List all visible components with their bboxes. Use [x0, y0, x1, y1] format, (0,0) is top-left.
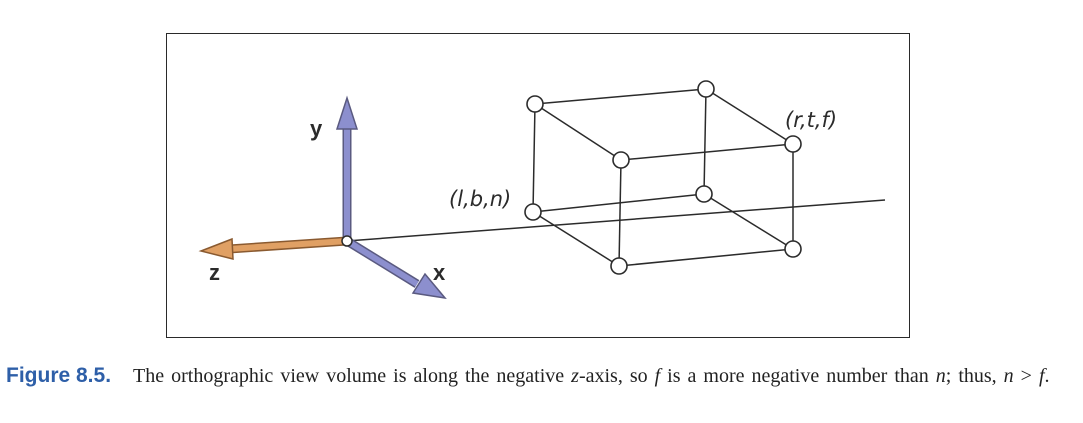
view-volume-box [532, 88, 794, 267]
caption-segment: ; thus, [945, 365, 1004, 387]
caption-variable: n [935, 365, 946, 387]
y-axis-label: y [310, 116, 323, 141]
view-direction-line [346, 199, 886, 242]
caption-segment: . [1044, 365, 1050, 387]
x-axis-arrow [344, 237, 447, 300]
figure-caption: Figure 8.5. The orthographic view volume … [6, 362, 1076, 390]
caption-segment: is a more negative number than [660, 365, 936, 387]
caption-segment: -axis, so [578, 365, 655, 387]
x-axis-label: x [433, 260, 446, 285]
corner-point [697, 80, 715, 98]
z-axis-arrow [198, 236, 348, 260]
caption-segment: > [1013, 365, 1039, 387]
caption-segment: The orthographic view volume is along th… [133, 365, 572, 387]
corner-point [695, 185, 713, 203]
caption-variable: z [571, 365, 579, 387]
z-axis-label: z [209, 260, 220, 285]
corner-point [526, 95, 544, 113]
caption-variable: f [654, 365, 661, 387]
caption-variable: n [1003, 365, 1014, 387]
near-corner-label: (l,b,n) [449, 187, 511, 211]
y-axis-arrow [335, 95, 359, 241]
far-corner-label: (r,t,f) [785, 108, 837, 132]
caption-text: The orthographic view volume is along th… [133, 365, 1049, 387]
figure-frame: y z x [166, 33, 910, 338]
corner-point [784, 240, 802, 258]
corner-point [524, 203, 542, 221]
origin-point [341, 235, 353, 247]
caption-variable: f [1038, 365, 1045, 387]
box-corners [524, 80, 802, 275]
view-volume-diagram: y z x [198, 80, 886, 300]
figure-number: Figure 8.5. [6, 364, 112, 387]
corner-point [784, 135, 802, 153]
corner-point [610, 257, 628, 275]
corner-point [612, 151, 630, 169]
